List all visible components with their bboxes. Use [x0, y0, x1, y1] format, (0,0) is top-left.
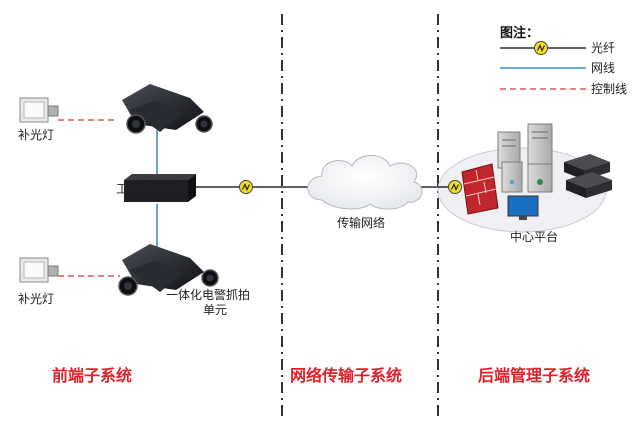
fill-light-label-bottom: 补光灯 — [18, 292, 55, 306]
camera-icon — [118, 244, 219, 296]
fiber-tag-icon — [533, 40, 549, 56]
server-icon — [501, 161, 523, 193]
server-icon — [527, 123, 553, 165]
section-title-back: 后端管理子系统 — [478, 366, 591, 385]
switch-label: 工业级交换机 — [116, 182, 189, 196]
fiber-tag-icon — [238, 179, 254, 195]
firewall-icon — [461, 163, 499, 215]
switch-icon — [124, 174, 196, 202]
legend-control-label: 控制线 — [591, 82, 628, 96]
fiber-tag-icon — [447, 179, 463, 195]
fill-light-label-top: 补光灯 — [18, 128, 55, 142]
monitor-icon — [507, 195, 539, 220]
legend-title: 图注： — [500, 26, 540, 41]
section-title-network: 网络传输子系统 — [290, 366, 403, 385]
server-icon — [527, 163, 553, 193]
legend-ethernet-label: 网线 — [591, 61, 616, 75]
camera-unit-label-line2: 单元 — [203, 303, 228, 317]
camera-unit-label-line1: 一体化电警抓拍 — [166, 288, 251, 302]
legend-fiber-label: 光纤 — [591, 41, 616, 55]
section-title-front: 前端子系统 — [52, 366, 133, 385]
cloud-icon — [307, 155, 423, 210]
fill-light-icon — [19, 257, 59, 283]
center-platform-label: 中心平台 — [510, 230, 559, 244]
storage-icon — [564, 154, 612, 198]
camera-icon — [122, 84, 213, 134]
cloud-label: 传输网络 — [337, 216, 386, 230]
fill-light-icon — [19, 97, 59, 123]
